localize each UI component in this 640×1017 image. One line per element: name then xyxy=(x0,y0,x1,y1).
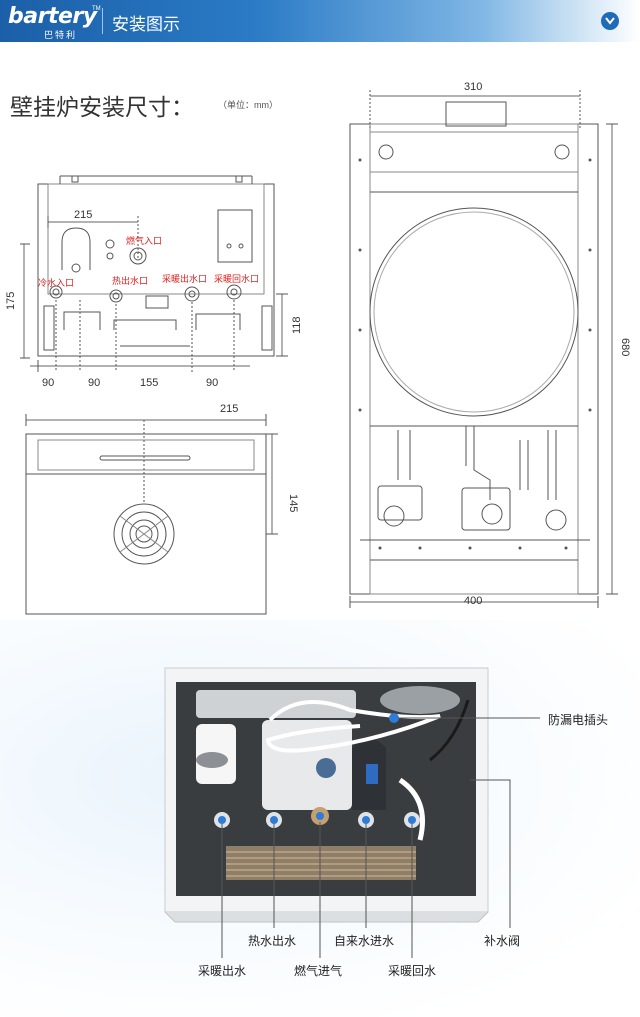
side-dim-400: 400 xyxy=(464,595,482,607)
bottom-view-drawing xyxy=(25,414,278,615)
callout-heating-return: 采暖回水 xyxy=(388,964,437,978)
front-dim-90b: 90 xyxy=(88,377,100,389)
front-connector-heat-out xyxy=(184,286,200,302)
install-unit-label: （单位：mm） xyxy=(218,100,278,110)
side-view-top-bracket xyxy=(445,101,507,127)
front-tank-outline xyxy=(61,227,91,270)
page-title: 安装图示 xyxy=(112,15,180,34)
side-view-expansion-tank xyxy=(369,207,579,417)
front-control-box xyxy=(217,209,253,263)
front-connector-heat-return xyxy=(226,284,242,300)
side-view-mount-hole-left xyxy=(378,144,394,160)
callout-cold-water-in: 自来水进水 xyxy=(334,934,395,948)
front-dim-215: 215 xyxy=(74,209,92,221)
side-view-pump-left xyxy=(377,485,423,521)
front-terminal-block xyxy=(145,295,169,309)
side-view-drawing xyxy=(349,90,618,608)
bottom-view-body xyxy=(25,473,267,615)
front-connector-cold-in xyxy=(49,285,63,299)
label-heat-return: 采暖回水口 xyxy=(214,273,259,285)
brand-logo[interactable]: bartery 巴特利 TM xyxy=(0,0,102,42)
side-dim-310: 310 xyxy=(464,81,482,93)
chevron-down-icon xyxy=(605,17,615,25)
install-dimensions-title: 壁挂炉安装尺寸： xyxy=(10,95,194,121)
boiler-casing xyxy=(164,667,489,923)
callout-leak-plug: 防漏电插头 xyxy=(548,713,609,727)
side-view-pipe-center xyxy=(473,426,491,500)
logo-trademark: TM xyxy=(92,6,101,12)
header-divider xyxy=(102,8,103,34)
front-view-inner xyxy=(47,183,265,295)
label-heat-out: 采暖出水口 xyxy=(162,273,207,285)
callout-leaders xyxy=(221,717,540,958)
label-cold-in: 冷水入口 xyxy=(38,277,74,289)
front-dim-90a: 90 xyxy=(42,377,54,389)
installation-drawing: 215 175 118 90 90 155 90 燃气入口 冷水入口 热出水口 … xyxy=(5,81,631,615)
label-gas-in: 燃气入口 xyxy=(126,235,162,247)
callout-gas-in: 燃气进气 xyxy=(294,964,343,978)
front-connector-hot-out xyxy=(109,289,123,303)
bottom-dim-145: 145 xyxy=(287,494,299,512)
callout-hot-water-out: 热水出水 xyxy=(248,934,297,948)
label-hot-out: 热出水口 xyxy=(112,275,148,287)
front-dim-155: 155 xyxy=(140,377,158,389)
front-dim-175: 175 xyxy=(5,292,17,310)
side-dim-680: 680 xyxy=(619,338,631,356)
front-dim-118: 118 xyxy=(291,316,303,334)
front-view-drawing xyxy=(20,175,288,372)
header-toggle-button[interactable] xyxy=(601,12,619,30)
bottom-view-flue-outer xyxy=(113,503,175,565)
front-dim-90c: 90 xyxy=(206,377,218,389)
logo-chinese: 巴特利 xyxy=(44,30,78,40)
side-view-pump-center xyxy=(461,487,511,531)
logo-wordmark: bartery xyxy=(8,4,97,29)
side-view-valve-right xyxy=(545,509,567,531)
page-header: bartery 巴特利 TM 安装图示 xyxy=(0,0,640,42)
callout-makeup-valve: 补水阀 xyxy=(484,934,521,948)
bottom-dim-215: 215 xyxy=(220,403,238,415)
callout-heating-out: 采暖出水 xyxy=(198,964,247,978)
side-view-mount-hole-right xyxy=(554,144,570,160)
